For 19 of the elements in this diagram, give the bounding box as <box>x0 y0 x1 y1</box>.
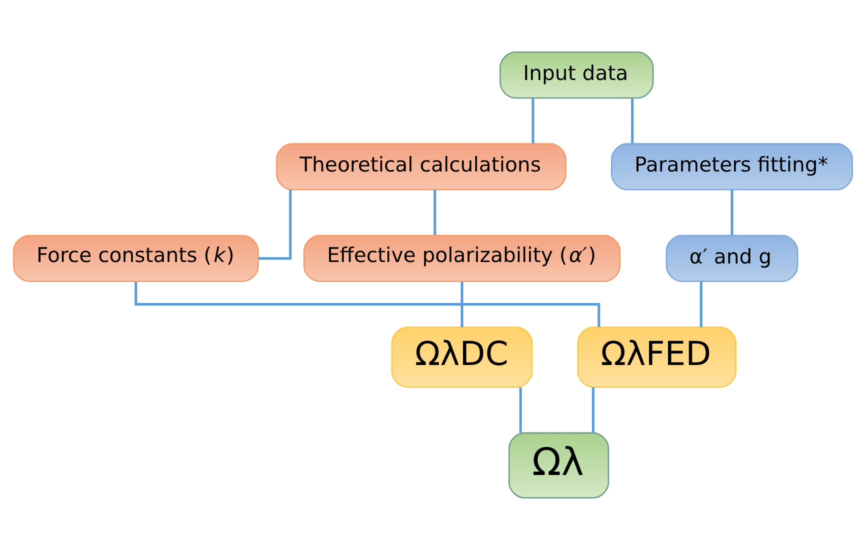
connector <box>434 190 436 235</box>
node-box: α′ and g <box>666 234 798 282</box>
node-box: Parameters fitting* <box>611 143 854 190</box>
node-box: Ωλ <box>508 432 610 499</box>
node-box: ΩλFED <box>577 326 736 388</box>
connector <box>700 282 702 328</box>
node-box: Force constants (k) <box>12 234 259 282</box>
connector <box>519 387 522 433</box>
connector <box>592 387 594 433</box>
node-box: ΩλDC <box>391 326 533 388</box>
connector <box>631 98 634 144</box>
node-box: Input data <box>500 51 654 99</box>
connector <box>532 98 534 144</box>
connector <box>134 282 600 328</box>
node-box: Effective polarizability (α′) <box>303 234 621 282</box>
connector <box>730 190 734 235</box>
connector <box>258 190 292 260</box>
connector <box>460 282 464 328</box>
node-box: Theoretical calculations <box>276 143 566 190</box>
